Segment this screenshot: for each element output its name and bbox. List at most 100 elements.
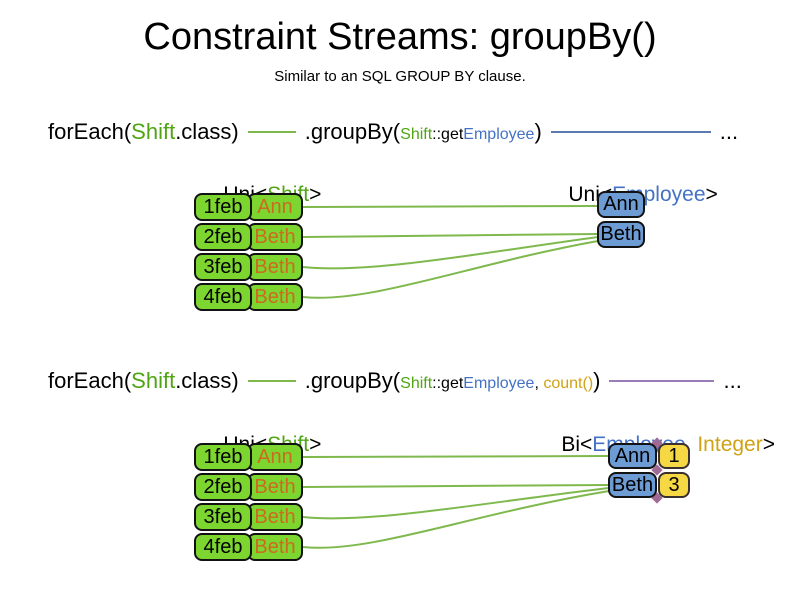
group-count: 3 bbox=[668, 473, 680, 496]
group-name: Beth bbox=[611, 473, 654, 496]
group-name: Ann bbox=[614, 444, 651, 467]
shift-date-cell: 4feb bbox=[194, 283, 252, 311]
group-row: Ann 1 bbox=[608, 443, 690, 469]
line2-4feb-to-beth bbox=[302, 490, 610, 549]
shift-table-2: 1feb Ann 2feb Beth 3feb Beth 4feb Beth bbox=[194, 443, 303, 563]
code-line-groupby-1: forEach(Shift.class) .groupBy(Shift::get… bbox=[48, 119, 738, 145]
shift-employee: Beth bbox=[254, 505, 296, 528]
code-foreach-post: .class) bbox=[175, 119, 239, 144]
line-4feb-to-beth bbox=[302, 240, 599, 299]
count-box: 3 bbox=[658, 472, 690, 498]
shift-employee-cell: Beth bbox=[247, 283, 303, 311]
shift-employee: Beth bbox=[254, 475, 296, 498]
shift-date: 1feb bbox=[203, 195, 243, 218]
line2-2feb-to-beth bbox=[302, 484, 610, 488]
code-foreach-post: .class) bbox=[175, 368, 239, 393]
label-pre: Bi< bbox=[561, 433, 593, 456]
label-post: > bbox=[762, 433, 775, 456]
shift-employee: Beth bbox=[254, 285, 296, 308]
shift-employee: Beth bbox=[254, 535, 296, 558]
code-arg-method: ::get bbox=[432, 126, 464, 143]
page-subtitle: Similar to an SQL GROUP BY clause. bbox=[274, 68, 526, 85]
shift-date-cell: 2feb bbox=[194, 473, 252, 501]
shift-row: 1feb Ann bbox=[194, 443, 303, 471]
shift-row: 3feb Beth bbox=[194, 253, 303, 281]
code-arg-class: Shift bbox=[400, 126, 433, 143]
blue-connector-line bbox=[550, 131, 711, 133]
code-foreach-pre: forEach( bbox=[48, 368, 132, 393]
group-row: Beth 3 bbox=[608, 472, 690, 498]
label-post: > bbox=[705, 183, 718, 206]
shift-row: 4feb Beth bbox=[194, 533, 303, 561]
code-foreach-type: Shift bbox=[131, 119, 176, 144]
shift-date-cell: 1feb bbox=[194, 193, 252, 221]
count-box: 1 bbox=[658, 443, 690, 469]
line-2feb-to-beth bbox=[302, 233, 599, 238]
group-name: Beth bbox=[600, 223, 642, 245]
code-arg-separator: , bbox=[534, 375, 544, 392]
shift-employee-cell: Beth bbox=[247, 223, 303, 251]
label-post: > bbox=[309, 183, 322, 206]
code-arg-method: ::get bbox=[432, 375, 464, 392]
shift-date-cell: 4feb bbox=[194, 533, 252, 561]
shift-date: 2feb bbox=[203, 225, 243, 248]
employee-group-box: Ann bbox=[597, 191, 645, 218]
line2-3feb-to-beth bbox=[302, 487, 610, 520]
shift-date: 4feb bbox=[203, 285, 243, 308]
code-foreach-type: Shift bbox=[131, 368, 176, 393]
group-count: 1 bbox=[668, 444, 680, 467]
shift-date: 3feb bbox=[203, 255, 243, 278]
label-separator: , bbox=[685, 433, 698, 456]
shift-date: 2feb bbox=[203, 475, 243, 498]
purple-connector-line bbox=[609, 380, 715, 382]
shift-employee-cell: Beth bbox=[247, 533, 303, 561]
shift-date: 4feb bbox=[203, 535, 243, 558]
shift-date: 3feb bbox=[203, 505, 243, 528]
code-arg-class: Shift bbox=[400, 375, 433, 392]
code-ellipsis: ... bbox=[719, 119, 739, 144]
shift-employee: Ann bbox=[257, 445, 293, 468]
shift-row: 2feb Beth bbox=[194, 473, 303, 501]
shift-row: 2feb Beth bbox=[194, 223, 303, 251]
shift-employee-cell: Beth bbox=[247, 503, 303, 531]
shift-row: 1feb Ann bbox=[194, 193, 303, 221]
shift-date-cell: 3feb bbox=[194, 503, 252, 531]
employee-groups-1: Ann Beth bbox=[597, 191, 645, 251]
shift-employee: Beth bbox=[254, 255, 296, 278]
shift-employee-cell: Beth bbox=[247, 473, 303, 501]
shift-employee-cell: Ann bbox=[247, 193, 303, 221]
shift-employee: Ann bbox=[257, 195, 293, 218]
code-arg-count: count() bbox=[543, 375, 594, 392]
shift-employee-cell: Ann bbox=[247, 443, 303, 471]
shift-date-cell: 3feb bbox=[194, 253, 252, 281]
code-line-groupby-2: forEach(Shift.class) .groupBy(Shift::get… bbox=[48, 368, 742, 394]
code-arg-type: Employee bbox=[463, 126, 535, 143]
code-groupby-pre: .groupBy( bbox=[304, 368, 401, 393]
label-post: > bbox=[309, 433, 322, 456]
code-groupby-post: ) bbox=[593, 368, 601, 393]
shift-date-cell: 2feb bbox=[194, 223, 252, 251]
shift-date-cell: 1feb bbox=[194, 443, 252, 471]
code-foreach-pre: forEach( bbox=[48, 119, 132, 144]
employee-count-groups: Ann 1 Beth 3 bbox=[608, 443, 690, 501]
employee-group-box: Beth bbox=[597, 221, 645, 248]
shift-employee-cell: Beth bbox=[247, 253, 303, 281]
shift-employee: Beth bbox=[254, 225, 296, 248]
shift-date: 1feb bbox=[203, 445, 243, 468]
code-groupby-pre: .groupBy( bbox=[304, 119, 401, 144]
green-connector-line bbox=[247, 380, 296, 382]
employee-group-box: Beth bbox=[608, 472, 657, 498]
line-3feb-to-beth bbox=[302, 236, 599, 270]
page-title: Constraint Streams: groupBy() bbox=[143, 16, 657, 58]
green-connector-line bbox=[247, 131, 296, 133]
code-ellipsis: ... bbox=[723, 368, 742, 393]
code-arg-type: Employee bbox=[463, 375, 535, 392]
shift-row: 4feb Beth bbox=[194, 283, 303, 311]
label-type-integer: Integer bbox=[697, 433, 763, 456]
shift-row: 3feb Beth bbox=[194, 503, 303, 531]
shift-table-1: 1feb Ann 2feb Beth 3feb Beth 4feb Beth bbox=[194, 193, 303, 313]
code-groupby-post: ) bbox=[534, 119, 542, 144]
employee-group-box: Ann bbox=[608, 443, 657, 469]
